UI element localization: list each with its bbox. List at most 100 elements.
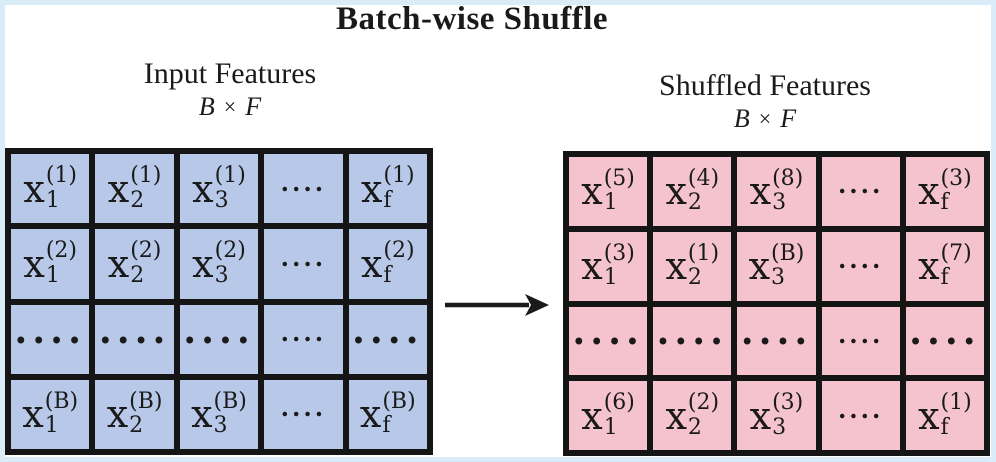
ellipsis-dots: ....: [837, 394, 884, 424]
dots-cell: ....: [818, 303, 903, 379]
ellipsis-dots: ....: [14, 307, 86, 352]
feature-cell: x(5)1: [566, 154, 651, 229]
feature-variable: x(2)f: [360, 238, 415, 288]
feature-cell: x(2)2: [92, 226, 177, 302]
dots-cell: ....: [176, 301, 262, 377]
feature-cell: x(B)f: [345, 376, 430, 452]
figure-title: Batch-wise Shuffle: [335, 1, 609, 37]
dots-cell: ....: [261, 226, 346, 302]
ellipsis-dots: ....: [837, 170, 884, 200]
feature-variable: x(B)2: [106, 388, 163, 439]
feature-row: ....................: [8, 301, 430, 377]
feature-variable: x(2)2: [107, 238, 162, 288]
feature-variable: x(8)3: [749, 165, 804, 216]
input-features-table: x(1)1 x(1)2 x(1)3.... x(1)f x(2)1 x(2)2 x(2)3.…: [5, 148, 433, 455]
dots-cell: ....: [566, 303, 651, 379]
feature-cell: x(2)1: [8, 226, 93, 302]
feature-variable: x(3)f: [918, 165, 972, 216]
feature-variable: x(7)f: [918, 240, 972, 291]
dots-cell: ....: [261, 301, 346, 377]
ellipsis-dots: ....: [280, 318, 327, 348]
times-symbol: ×: [223, 94, 237, 119]
feature-cell: x(B)3: [734, 228, 819, 304]
feature-row: x(2)1 x(2)2 x(2)3.... x(2)f: [8, 226, 430, 302]
feature-cell: x(1)1: [8, 151, 93, 227]
feature-variable: x(1)1: [23, 163, 77, 213]
feature-cell: x(8)3: [734, 154, 819, 229]
feature-variable: x(B)3: [748, 240, 805, 291]
feature-cell: x(B)2: [92, 376, 177, 452]
shuffle-arrow: [443, 288, 551, 322]
feature-cell: x(3)f: [902, 154, 987, 229]
ellipsis-dots: ....: [280, 393, 327, 423]
feature-variable: x(4)2: [665, 165, 720, 216]
shuffled-dims-label: B × F: [545, 104, 985, 134]
feature-cell: x(2)3: [176, 226, 262, 302]
feature-variable: x(2)2: [665, 390, 720, 440]
right-arrow-icon: [445, 294, 549, 316]
feature-variable: x(2)3: [192, 238, 246, 288]
ellipsis-dots: ....: [280, 242, 327, 272]
feature-cell: x(3)1: [566, 228, 651, 304]
feature-variable: x(3)3: [749, 390, 804, 440]
dots-cell: ....: [261, 376, 346, 452]
dots-cell: ....: [734, 303, 819, 379]
ellipsis-dots: ....: [740, 309, 813, 354]
shuffled-features-table: x(5)1 x(4)2 x(8)3.... x(3)f x(3)1 x(1)2 x(B)3.…: [563, 151, 990, 456]
feature-row: x(5)1 x(4)2 x(8)3.... x(3)f: [566, 154, 987, 229]
shuffled-panel-header: Shuffled Features B × F: [545, 69, 985, 134]
feature-variable: x(B)f: [359, 388, 416, 439]
ellipsis-dots: ....: [837, 245, 884, 275]
feature-variable: x(5)1: [581, 165, 635, 216]
feature-variable: x(1)2: [665, 240, 720, 291]
dots-cell: ....: [818, 154, 903, 229]
feature-variable: x(2)1: [23, 238, 77, 288]
dim-b: B: [733, 104, 750, 133]
dots-cell: ....: [8, 301, 93, 377]
input-header-label: Input Features: [143, 57, 317, 90]
dim-f: F: [245, 92, 262, 121]
feature-cell: x(7)f: [902, 228, 987, 304]
feature-cell: x(B)1: [8, 376, 93, 452]
feature-variable: x(1)3: [192, 163, 246, 213]
dim-b: B: [198, 92, 215, 121]
feature-variable: x(6)1: [581, 390, 635, 440]
dots-cell: ....: [92, 301, 177, 377]
feature-row: x(B)1 x(B)2 x(B)3.... x(B)f: [8, 376, 430, 452]
dots-cell: ....: [650, 303, 735, 379]
feature-variable: x(1)f: [918, 390, 972, 440]
feature-cell: x(4)2: [650, 154, 735, 229]
feature-row: x(6)1 x(2)2 x(3)3.... x(1)f: [566, 378, 987, 453]
feature-variable: x(B)3: [191, 388, 247, 439]
ellipsis-dots: ....: [572, 309, 644, 354]
feature-cell: x(3)3: [734, 378, 819, 453]
feature-variable: x(3)1: [581, 240, 635, 291]
ellipsis-dots: ....: [280, 167, 327, 197]
dots-cell: ....: [818, 228, 903, 304]
feature-cell: x(1)3: [176, 151, 262, 227]
ellipsis-dots: ....: [183, 307, 255, 352]
times-symbol: ×: [758, 106, 772, 131]
feature-cell: x(1)f: [345, 151, 430, 227]
dots-cell: ....: [345, 301, 430, 377]
feature-cell: x(1)2: [92, 151, 177, 227]
ellipsis-dots: ....: [98, 307, 171, 352]
input-dims-label: B × F: [25, 92, 435, 122]
feature-variable: x(1)f: [360, 163, 415, 213]
feature-cell: x(2)f: [345, 226, 430, 302]
dots-cell: ....: [261, 151, 346, 227]
dim-f: F: [780, 104, 797, 133]
feature-cell: x(6)1: [566, 378, 651, 453]
feature-row: x(1)1 x(1)2 x(1)3.... x(1)f: [8, 151, 430, 227]
feature-variable: x(1)2: [107, 163, 162, 213]
ellipsis-dots: ....: [352, 307, 424, 352]
dots-cell: ....: [902, 303, 987, 379]
feature-cell: x(1)f: [902, 378, 987, 453]
feature-cell: x(2)2: [650, 378, 735, 453]
feature-variable: x(B)1: [22, 388, 79, 439]
ellipsis-dots: ....: [837, 319, 884, 349]
ellipsis-dots: ....: [656, 309, 729, 354]
shuffled-header-label: Shuffled Features: [659, 69, 871, 102]
ellipsis-dots: ....: [909, 309, 981, 354]
input-panel-header: Input Features B × F: [25, 57, 435, 122]
